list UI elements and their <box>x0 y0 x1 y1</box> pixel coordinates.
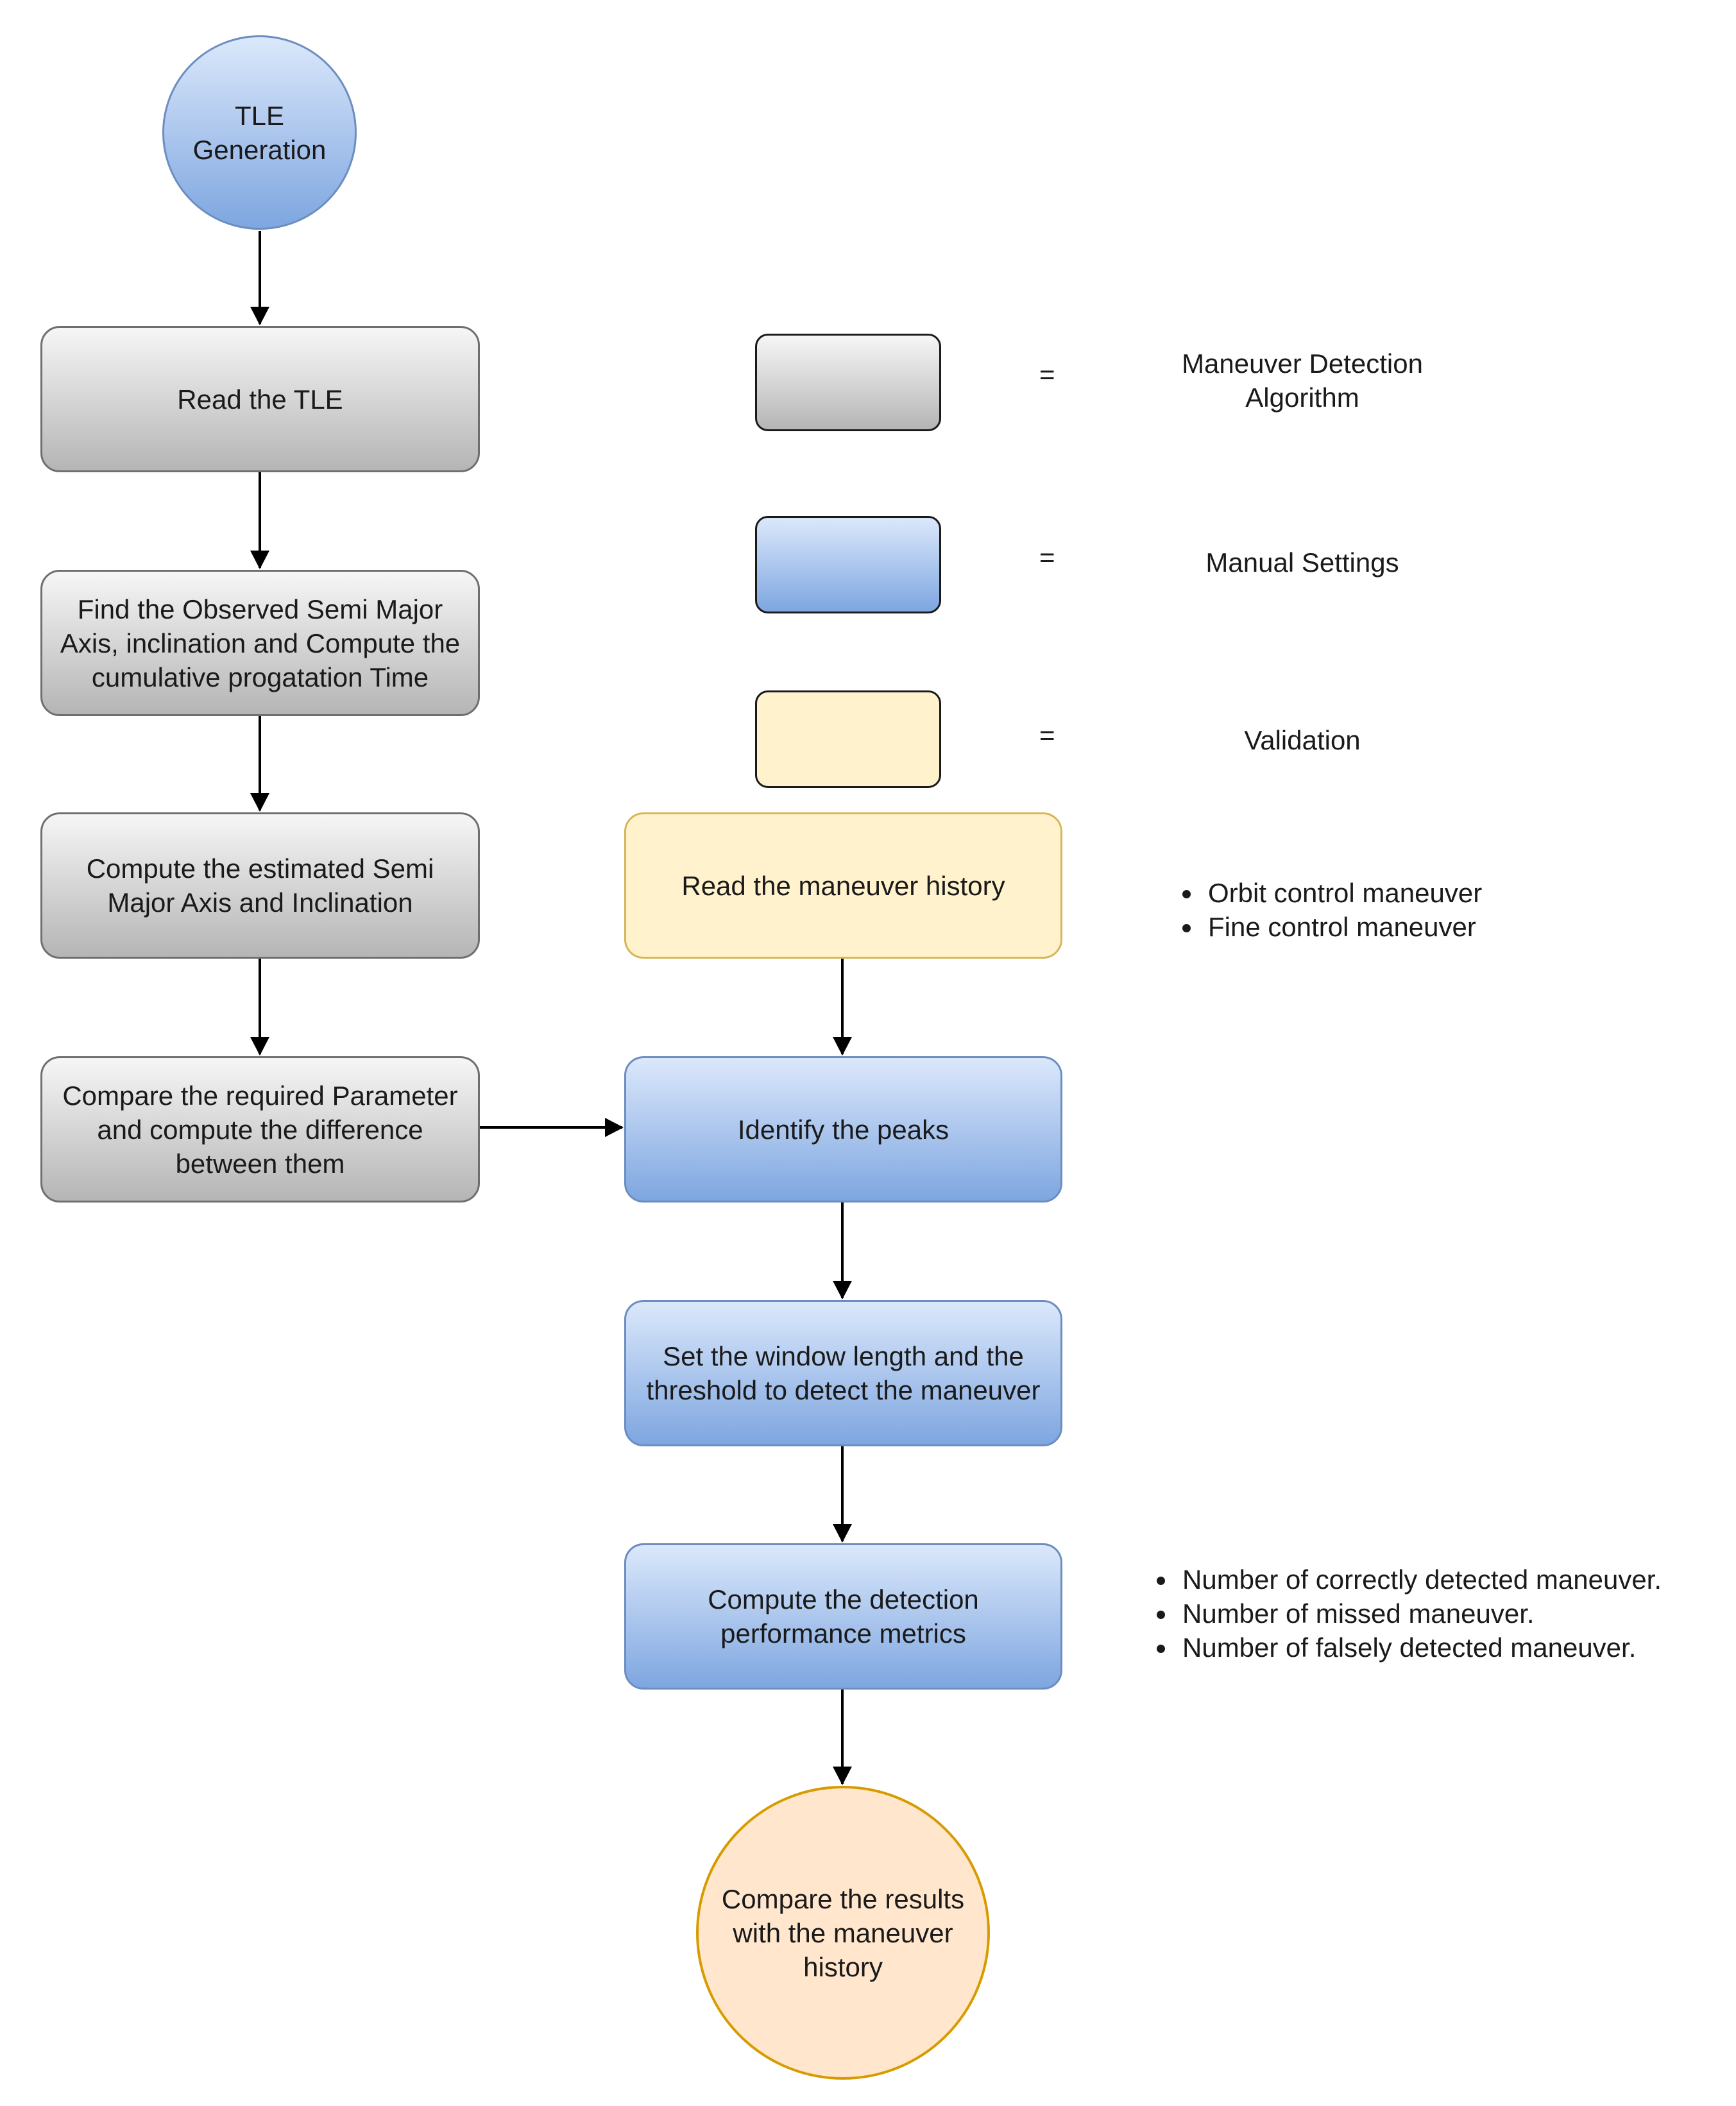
arrowhead <box>250 793 269 812</box>
compute-estimated-node: Compute the estimated Semi Major Axis an… <box>40 812 480 959</box>
legend-validation-swatch <box>755 690 941 788</box>
arrowhead <box>605 1118 624 1137</box>
list-item: Number of correctly detected maneuver. <box>1177 1562 1662 1597</box>
metric-notes: Number of correctly detected maneuver. N… <box>1140 1562 1662 1665</box>
arrowhead <box>250 1037 269 1056</box>
legend-manual-label: Manual Settings <box>1205 547 1399 578</box>
list-item: Number of falsely detected maneuver. <box>1177 1631 1662 1665</box>
legend-equals-3: = <box>1039 720 1055 750</box>
identify-peaks-node: Identify the peaks <box>624 1056 1062 1203</box>
tle-generation-node: TLE Generation <box>162 35 357 230</box>
arrowhead <box>833 1281 852 1299</box>
list-item: Fine control maneuver <box>1203 910 1482 944</box>
set-window-node: Set the window length and the threshold … <box>624 1300 1062 1446</box>
legend-algorithm-label: Maneuver Detection Algorithm <box>1182 348 1423 413</box>
legend-validation-label: Validation <box>1244 725 1361 755</box>
legend-algorithm-swatch <box>755 334 941 431</box>
compare-parameter-node: Compare the required Parameter and compu… <box>40 1056 480 1203</box>
arrowhead <box>833 1767 852 1785</box>
legend-equals-1: = <box>1039 359 1055 390</box>
read-tle-node: Read the TLE <box>40 326 480 472</box>
arrowhead <box>833 1524 852 1543</box>
list-item: Orbit control maneuver <box>1203 876 1482 910</box>
arrowhead <box>250 307 269 325</box>
legend-equals-2: = <box>1039 542 1055 572</box>
find-observed-node: Find the Observed Semi Major Axis, incli… <box>40 570 480 716</box>
compare-results-node: Compare the results with the maneuver hi… <box>696 1786 990 2080</box>
list-item: Number of missed maneuver. <box>1177 1597 1662 1631</box>
compute-metrics-node: Compute the detection performance metric… <box>624 1543 1062 1690</box>
arrowhead <box>250 551 269 569</box>
history-notes: Orbit control maneuver Fine control mane… <box>1166 876 1482 944</box>
read-history-node: Read the maneuver history <box>624 812 1062 959</box>
arrowhead <box>833 1037 852 1056</box>
legend-manual-swatch <box>755 516 941 613</box>
